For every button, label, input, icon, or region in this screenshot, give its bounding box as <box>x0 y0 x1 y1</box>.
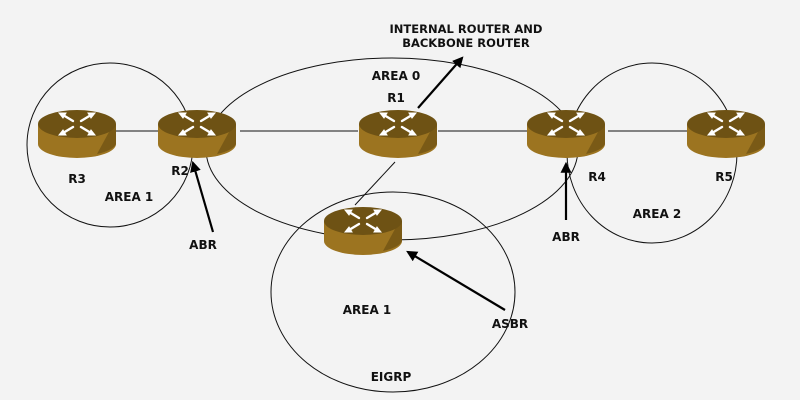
router-icon <box>156 108 238 160</box>
router-r3[interactable] <box>36 108 118 160</box>
router-label-r4: R4 <box>588 170 606 184</box>
router-label-r1: R1 <box>387 91 405 105</box>
router-icon <box>322 205 404 257</box>
router-asbr[interactable] <box>322 205 404 257</box>
arrow-abr-left <box>190 160 215 233</box>
arrow-asbr <box>406 250 506 311</box>
router-icon <box>357 108 439 160</box>
router-icon <box>525 108 607 160</box>
router-label-r5: R5 <box>715 170 733 184</box>
annotation-internal-line2: BACKBONE ROUTER <box>402 36 530 50</box>
area-label-backbone: AREA 0 <box>372 69 421 83</box>
router-icon <box>36 108 118 160</box>
annotation-abr-left: ABR <box>189 238 217 252</box>
area-label-eigrp: EIGRP <box>371 370 412 384</box>
router-r2[interactable] <box>156 108 238 160</box>
annotation-internal-line1: INTERNAL ROUTER AND <box>390 22 543 36</box>
router-r5[interactable] <box>685 108 767 160</box>
area-1-eigrp-boundary <box>270 191 516 393</box>
area-label-bottom: AREA 1 <box>343 303 392 317</box>
router-label-r3: R3 <box>68 172 86 186</box>
router-icon <box>685 108 767 160</box>
link-r1-asbr <box>354 161 396 206</box>
area-label-right: AREA 2 <box>633 207 682 221</box>
arrow-internal-router <box>417 56 464 109</box>
area-label-left: AREA 1 <box>105 190 154 204</box>
annotation-asbr: ASBR <box>492 317 528 331</box>
router-r1[interactable] <box>357 108 439 160</box>
annotation-abr-right: ABR <box>552 230 580 244</box>
router-label-r2: R2 <box>171 164 189 178</box>
router-r4[interactable] <box>525 108 607 160</box>
